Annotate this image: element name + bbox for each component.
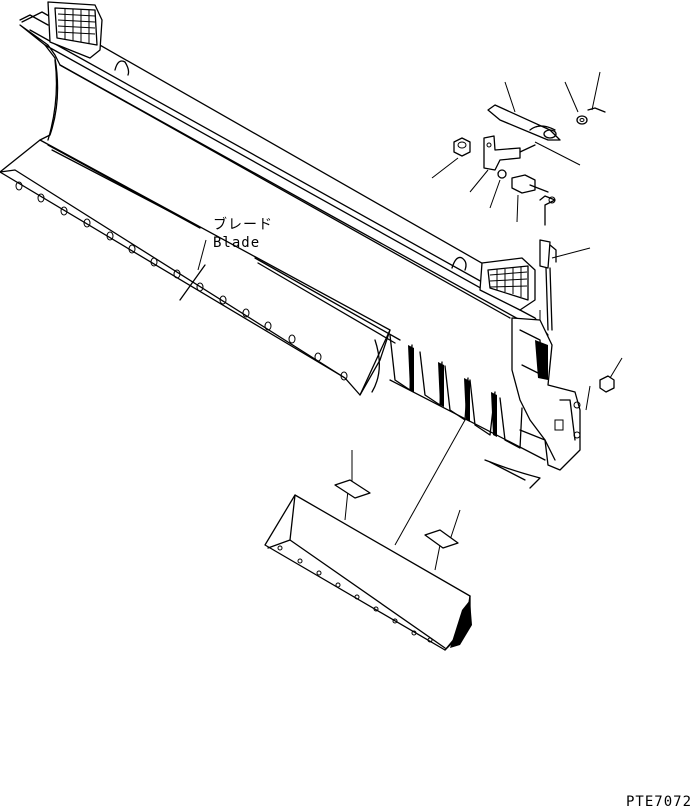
shim-plates	[334, 479, 459, 549]
cutting-edge-bolt-holes	[277, 545, 433, 643]
drawing-code: PTE7072	[626, 794, 692, 810]
blade-ribs	[389, 334, 556, 461]
blade-label-japanese: ブレード	[213, 216, 273, 233]
hardware-parts	[453, 104, 615, 411]
main-blade	[0, 11, 549, 396]
right-corner-bracket	[451, 256, 536, 311]
blade-bolt-holes	[15, 181, 348, 381]
leader-lines	[197, 71, 623, 379]
blade-label-english: Blade	[213, 235, 260, 251]
cutting-edge	[264, 494, 472, 651]
left-corner-bracket	[19, 1, 130, 76]
cutting-edge-connectors	[344, 419, 541, 571]
end-plate	[511, 317, 581, 471]
